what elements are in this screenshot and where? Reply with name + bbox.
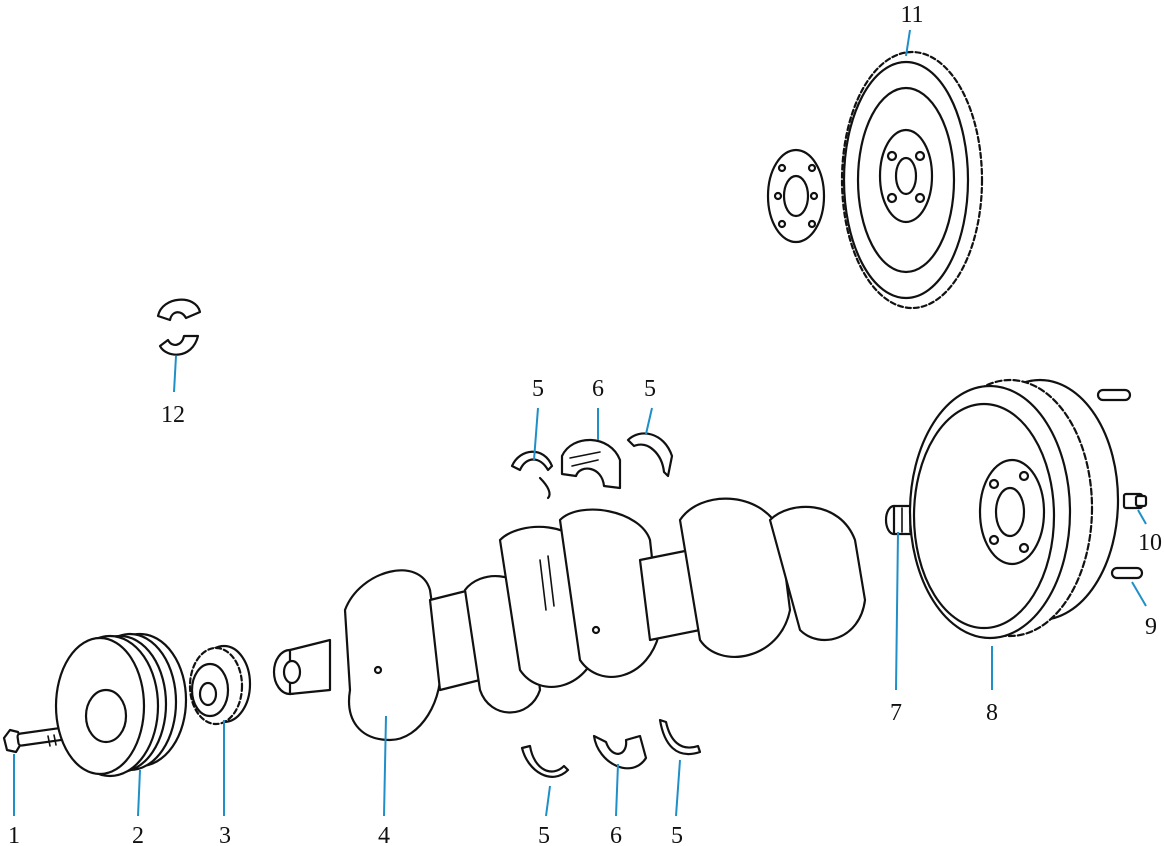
part-pulley bbox=[54, 632, 188, 778]
part-shim-plate bbox=[766, 148, 826, 244]
callout-9: 9 bbox=[1145, 614, 1157, 640]
callout-5-lower-left: 5 bbox=[538, 823, 550, 846]
part-bearing-shell-lower bbox=[592, 734, 648, 770]
part-dowel-pin bbox=[1110, 566, 1144, 580]
part-flexplate bbox=[840, 50, 984, 310]
callout-5-lower-right: 5 bbox=[671, 823, 683, 846]
leader-lines bbox=[13, 29, 1147, 817]
part-fitting bbox=[1122, 492, 1148, 510]
part-flywheel bbox=[908, 378, 1120, 640]
callout-7: 7 bbox=[890, 700, 902, 726]
part-crankshaft bbox=[272, 497, 867, 742]
part-thrust-washer-upper-right bbox=[626, 432, 674, 478]
part-thrust-washer-lower-left bbox=[520, 744, 570, 778]
part-keys bbox=[156, 298, 202, 356]
callout-6-upper: 6 bbox=[592, 376, 604, 402]
callout-5-upper-left: 5 bbox=[532, 376, 544, 402]
part-thrust-washer-upper-left bbox=[510, 450, 554, 500]
part-timing-gear bbox=[188, 644, 252, 726]
part-bolt bbox=[2, 726, 66, 754]
callout-6-lower: 6 bbox=[610, 823, 622, 846]
callout-labels: 1 2 3 4 5 6 5 5 6 5 7 8 9 10 11 12 bbox=[8, 2, 1162, 846]
part-bearing-shell-upper bbox=[560, 438, 622, 490]
part-dowel-pin-upper bbox=[1096, 388, 1132, 402]
callout-2: 2 bbox=[132, 823, 144, 846]
callout-11: 11 bbox=[900, 2, 923, 28]
callout-8: 8 bbox=[986, 700, 998, 726]
callout-3: 3 bbox=[219, 823, 231, 846]
callout-12: 12 bbox=[161, 402, 185, 428]
callout-1: 1 bbox=[8, 823, 20, 846]
callout-10: 10 bbox=[1138, 530, 1162, 556]
part-thrust-washer-lower-right bbox=[658, 718, 702, 756]
callout-4: 4 bbox=[378, 823, 390, 846]
callout-5-upper-right: 5 bbox=[644, 376, 656, 402]
